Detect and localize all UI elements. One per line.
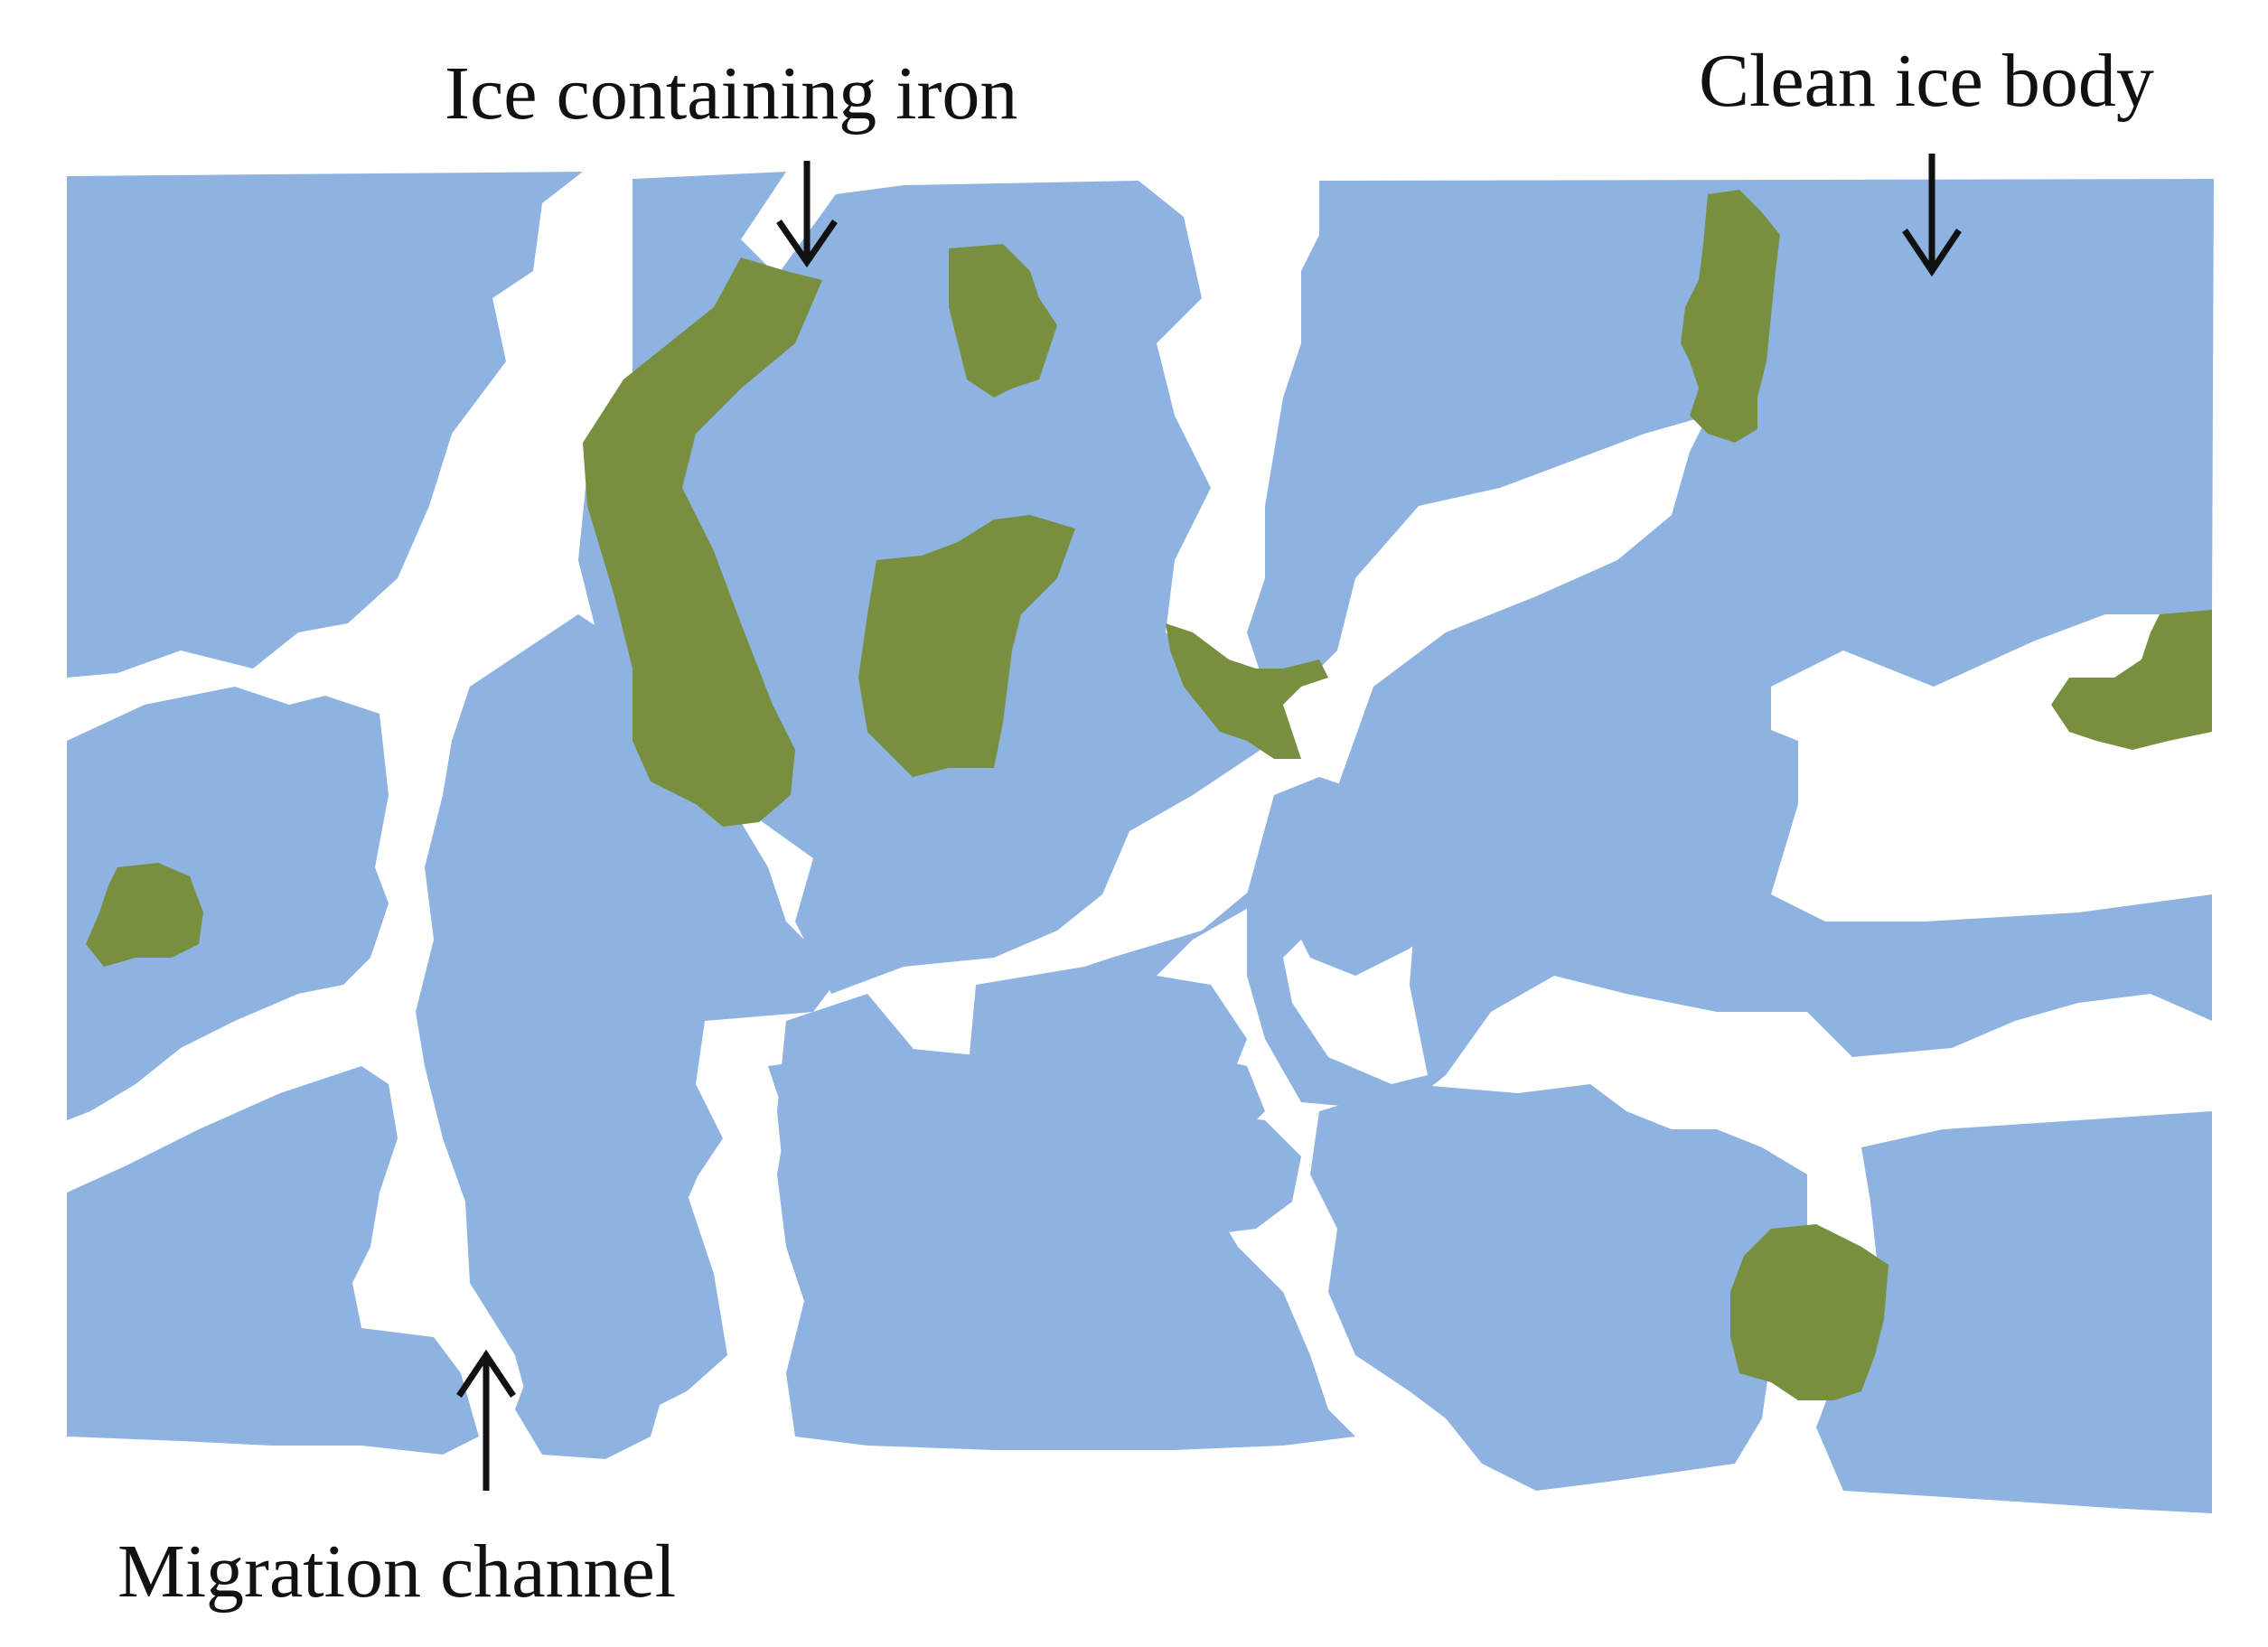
iron-ice-patch — [86, 863, 203, 967]
iron-ice-patch — [949, 244, 1057, 398]
label-clean-ice-body: Clean ice body — [1699, 39, 2154, 123]
iron-ice-patch — [858, 515, 1075, 777]
ice-block — [479, 1057, 714, 1459]
ice-block — [67, 172, 583, 678]
ice-block — [1247, 723, 2212, 1111]
iron-ice-patch — [1166, 623, 1328, 759]
label-migration-channel: Migration channel — [117, 1530, 677, 1614]
arrows — [456, 154, 1962, 1491]
iron-patches — [86, 190, 2212, 1400]
iron-ice-patch — [583, 257, 822, 827]
ice-block — [1247, 179, 2214, 976]
label-ice-containing-iron: Ice containing iron — [445, 51, 1018, 136]
ice-block — [67, 687, 389, 1120]
clean-ice-arrow — [1902, 154, 1962, 277]
ice-block — [1816, 1111, 2212, 1513]
iron-ice-patch — [1730, 1224, 1888, 1400]
ice-block — [67, 1066, 479, 1455]
ice-blocks — [67, 172, 2214, 1513]
iron-arrow — [776, 161, 838, 268]
iron-ice-patch — [1681, 190, 1780, 443]
migration-arrow — [456, 1349, 516, 1491]
ice-block — [1310, 1084, 1807, 1491]
iron-ice-patch — [2051, 610, 2212, 750]
ice-block — [768, 1039, 1355, 1450]
